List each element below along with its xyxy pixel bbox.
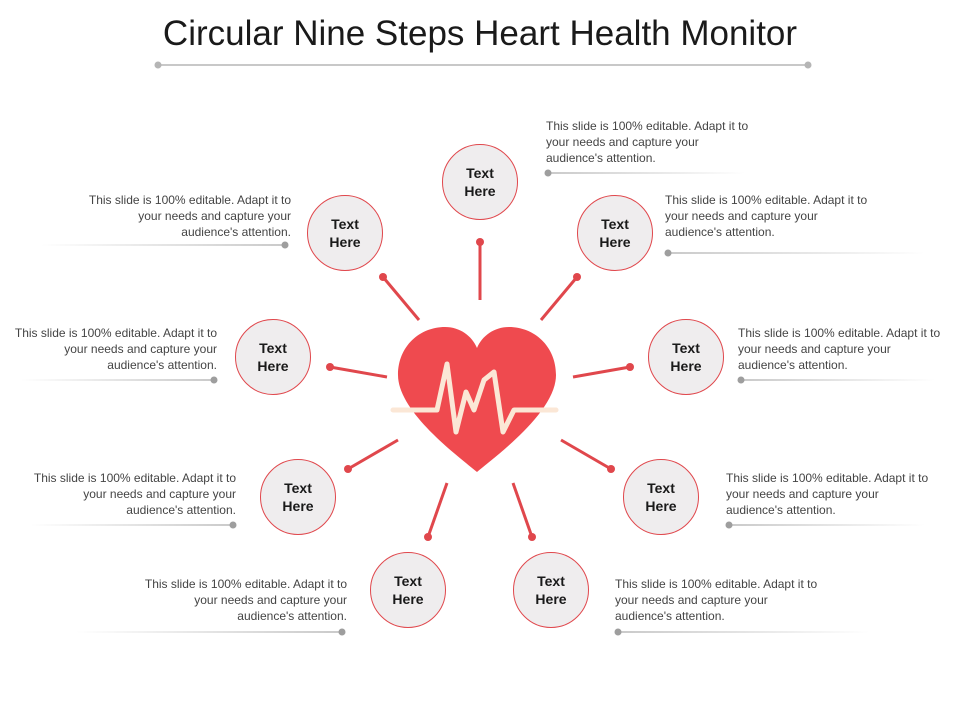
- step-node-8: Text Here: [235, 319, 311, 395]
- step-label: Text Here: [535, 573, 567, 607]
- page-title: Circular Nine Steps Heart Health Monitor: [162, 14, 798, 53]
- step-node-7: Text Here: [260, 459, 336, 535]
- step-node-4: Text Here: [623, 459, 699, 535]
- spoke-1: [476, 238, 484, 300]
- step-description-4: This slide is 100% editable. Adapt it to…: [726, 471, 929, 517]
- spoke-4: [560, 438, 615, 473]
- connector-7: [30, 521, 237, 529]
- step-label: Text Here: [392, 573, 424, 607]
- connector-2: [664, 249, 925, 257]
- step-description-3: This slide is 100% editable. Adapt it to…: [738, 326, 941, 372]
- spoke-9: [379, 273, 421, 321]
- step-description-7: This slide is 100% editable. Adapt it to…: [33, 471, 236, 517]
- step-label: Text Here: [645, 480, 677, 514]
- title-underline: [154, 61, 812, 69]
- step-node-2: Text Here: [577, 195, 653, 271]
- step-node-1: Text Here: [442, 144, 518, 220]
- step-description-5: This slide is 100% editable. Adapt it to…: [615, 577, 818, 623]
- connector-5: [614, 628, 870, 636]
- step-description-6: This slide is 100% editable. Adapt it to…: [144, 577, 347, 623]
- connectors-layer: [20, 169, 935, 636]
- step-node-5: Text Here: [513, 552, 589, 628]
- spoke-8: [326, 363, 388, 379]
- spoke-2: [539, 273, 581, 321]
- connector-9: [40, 241, 289, 249]
- step-label: Text Here: [282, 480, 314, 514]
- step-label: Text Here: [599, 216, 631, 250]
- connector-8: [20, 376, 218, 384]
- step-node-6: Text Here: [370, 552, 446, 628]
- spoke-3: [572, 363, 634, 379]
- spoke-7: [344, 438, 399, 473]
- step-description-8: This slide is 100% editable. Adapt it to…: [14, 326, 217, 372]
- spokes-layer: [326, 238, 634, 541]
- step-node-9: Text Here: [307, 195, 383, 271]
- step-label: Text Here: [257, 340, 289, 374]
- step-node-3: Text Here: [648, 319, 724, 395]
- connector-3: [737, 376, 935, 384]
- step-description-2: This slide is 100% editable. Adapt it to…: [665, 193, 868, 239]
- connector-1: [544, 169, 745, 177]
- spoke-5: [511, 482, 536, 541]
- connector-6: [75, 628, 346, 636]
- step-description-1: This slide is 100% editable. Adapt it to…: [546, 119, 749, 165]
- step-description-9: This slide is 100% editable. Adapt it to…: [88, 193, 291, 239]
- step-label: Text Here: [670, 340, 702, 374]
- spoke-6: [424, 482, 449, 541]
- connector-4: [725, 521, 925, 529]
- step-label: Text Here: [329, 216, 361, 250]
- step-label: Text Here: [464, 165, 496, 199]
- heart-pulse-icon: [390, 327, 559, 472]
